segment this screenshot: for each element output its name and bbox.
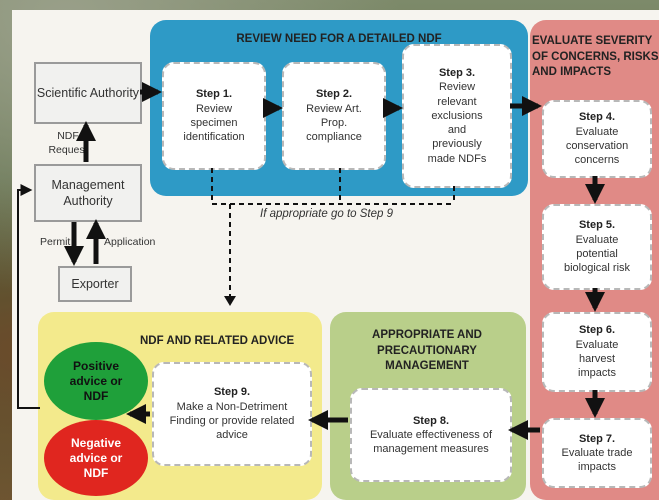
exporter-box: Exporter [58,266,132,302]
step-6-text: Evaluate harvest impacts [575,338,619,380]
step-2-text: Review Art. Prop. compliance [306,102,362,144]
step-9-box: Step 9. Make a Non-Detriment Finding or … [152,362,312,466]
step-3-text: Review relevant exclusions and previousl… [427,81,487,165]
step-1-text: Review specimen identification [183,102,245,144]
negative-advice-label: Negative advice or NDF [69,435,123,480]
advice-panel-title: NDF AND RELATED ADVICE [140,335,295,347]
management-authority-box: Management Authority [34,164,142,222]
scientific-authority-label: Scientific Authority [36,85,140,100]
step-3-label: Step 3. [438,66,476,79]
review-panel-title: REVIEW NEED FOR A DETAILED NDF [236,33,442,45]
positive-advice-label: Positive advice or NDF [69,358,123,403]
step-9-label: Step 9. [213,386,251,399]
step-8-box: Step 8. Evaluate effectiveness of manage… [350,388,512,482]
step-8-text: Evaluate effectiveness of management mea… [369,428,493,456]
exporter-label: Exporter [71,276,119,291]
arrow-feedback-loop [17,184,40,409]
step-2-box: Step 2. Review Art. Prop. compliance [282,62,386,170]
positive-advice-circle: Positive advice or NDF [44,342,148,420]
step-5-text: Evaluate potential biological risk [563,233,631,275]
management-panel-title: APPROPRIATE AND PRECAUTIONARY MANAGEMENT [372,329,482,373]
step-1-box: Step 1. Review specimen identification [162,62,266,170]
step-5-label: Step 5. [578,219,616,232]
severity-panel-title: EVALUATE SEVERITY OF CONCERNS, RISKS AND… [532,35,659,79]
negative-advice-circle: Negative advice or NDF [44,420,148,496]
step-4-label: Step 4. [578,111,616,124]
step-6-label: Step 6. [578,324,616,337]
step-4-text: Evaluate conservation concerns [565,125,629,167]
dashed-arrow-head [224,296,236,306]
ndf-flowchart: REVIEW NEED FOR A DETAILED NDF EVALUATE … [12,10,659,500]
step-7-label: Step 7. [578,432,616,445]
step-8-label: Step 8. [412,414,450,427]
step-6-box: Step 6. Evaluate harvest impacts [542,312,652,392]
permit-label: Permit [40,236,71,248]
step-7-box: Step 7. Evaluate trade impacts [542,418,652,488]
scientific-authority-box: Scientific Authority [34,62,142,124]
management-authority-label: Management Authority [51,177,125,208]
step-2-label: Step 2. [315,88,353,101]
step-3-box: Step 3. Review relevant exclusions and p… [402,44,512,188]
goto-step9-note: If appropriate go to Step 9 [260,208,393,220]
application-label: Application [104,236,156,248]
step-1-label: Step 1. [195,88,233,101]
step-4-box: Step 4. Evaluate conservation concerns [542,100,652,178]
ndf-request-label: NDF Request [48,130,88,156]
step-7-text: Evaluate trade impacts [561,446,633,474]
step-5-box: Step 5. Evaluate potential biological ri… [542,204,652,290]
step-9-text: Make a Non-Detriment Finding or provide … [169,400,295,442]
